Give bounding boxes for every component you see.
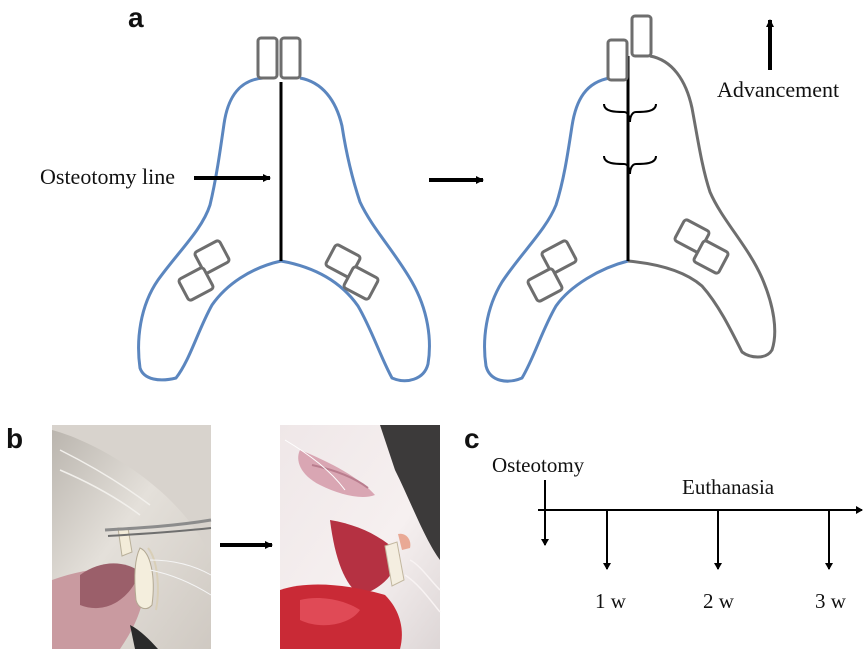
- mandible-outline-left: [139, 78, 281, 380]
- fixation-bracket-1: [604, 104, 656, 122]
- advanced-outline-original-half: [485, 78, 628, 381]
- panel-b-letter: b: [6, 423, 23, 454]
- fixation-bracket-2: [604, 156, 656, 174]
- panel-a-letter: a: [128, 2, 144, 33]
- panel-c-letter: c: [464, 423, 480, 454]
- advancement-label: Advancement: [717, 77, 839, 102]
- advanced-incisor-left: [608, 40, 627, 80]
- incisor-right: [281, 38, 300, 78]
- osteotomy-line-label: Osteotomy line: [40, 164, 175, 189]
- timeline-osteotomy-label: Osteotomy: [492, 453, 585, 477]
- advanced-incisor-right: [632, 16, 651, 56]
- timepoint-label-3w: 3 w: [815, 589, 847, 613]
- timepoint-label-1w: 1 w: [595, 589, 627, 613]
- incisor-left: [258, 38, 277, 78]
- photo-before-osteotomy: [52, 425, 211, 649]
- timepoint-label-2w: 2 w: [703, 589, 735, 613]
- timeline-euthanasia-label: Euthanasia: [682, 475, 775, 499]
- mandible-original: [139, 38, 430, 381]
- mandible-advanced: [485, 16, 775, 381]
- photo-after-osteotomy: [280, 425, 440, 649]
- mandible-outline-right: [281, 78, 429, 381]
